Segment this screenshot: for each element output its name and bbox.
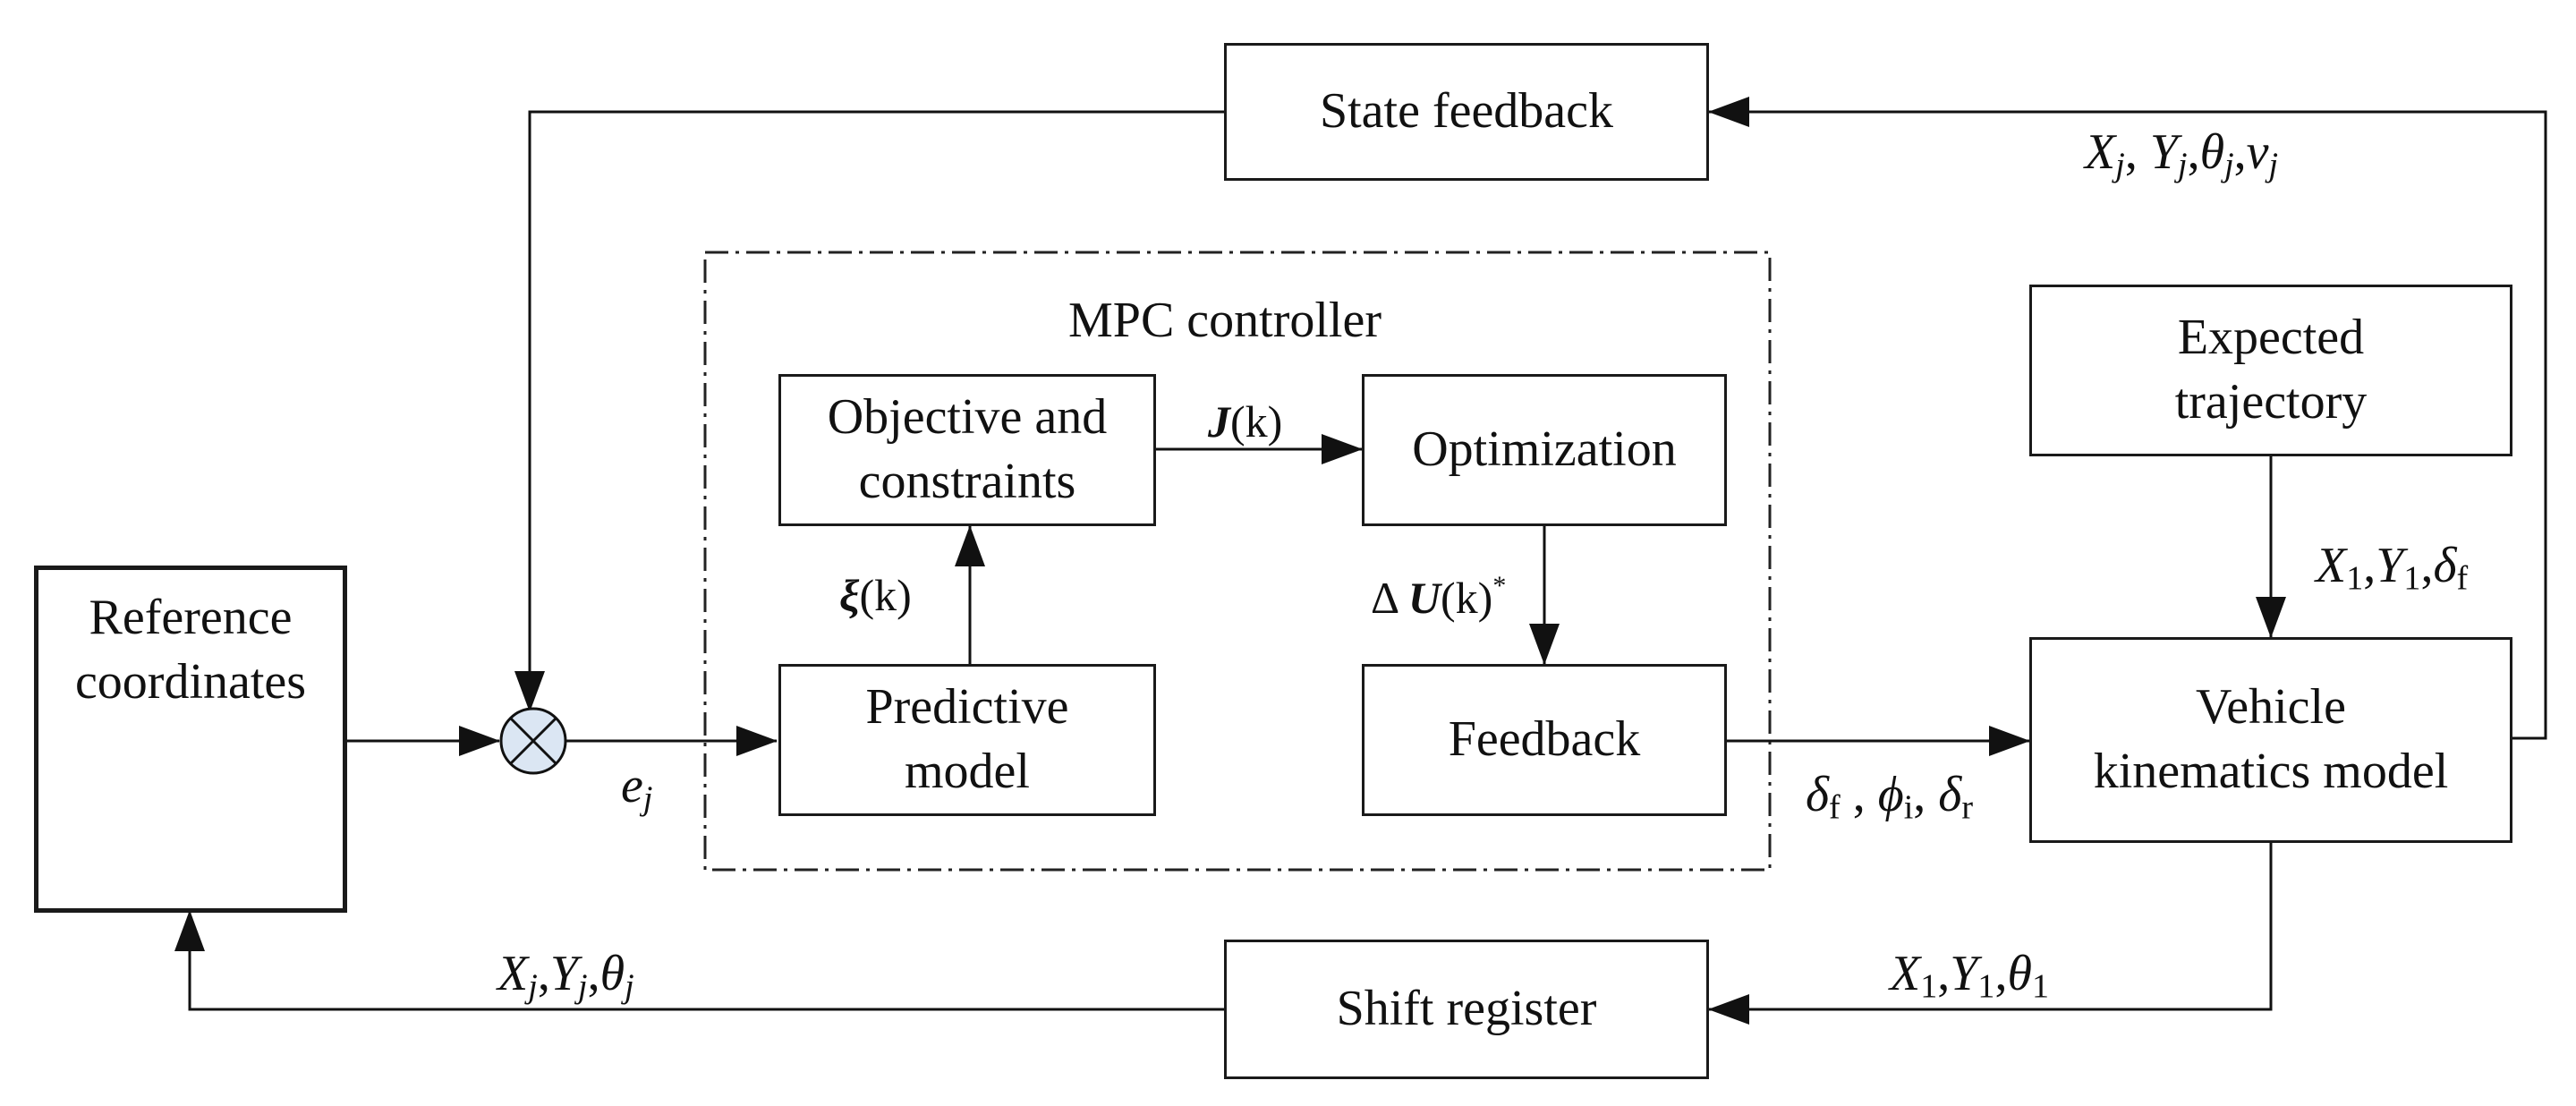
signal-error: ej (621, 758, 653, 818)
vehicle-kinematics-block: Vehicle kinematics model (2029, 637, 2512, 843)
summing-junction-icon (499, 707, 567, 775)
state-feedback-label: State feedback (1319, 83, 1614, 140)
state-feedback-block: State feedback (1224, 43, 1709, 181)
wire-state-feedback-to-sum (514, 110, 1224, 712)
wire-vehicle-to-state-feedback (1708, 97, 2547, 740)
mpc-controller-frame (703, 251, 1772, 872)
objective-constraints-label: Objective and constraints (827, 389, 1108, 509)
signal-shift-out: Xj,Yj,θj (497, 946, 634, 1006)
optimization-block: Optimization (1362, 374, 1727, 526)
expected-trajectory-block: Expected trajectory (2029, 285, 2512, 456)
feedback-label: Feedback (1448, 711, 1641, 768)
feedback-block: Feedback (1362, 664, 1727, 816)
reference-coordinates-label: Reference coordinates (74, 590, 307, 710)
signal-control-outputs: δf , ϕi, δr (1806, 767, 1974, 827)
expected-trajectory-label: Expected trajectory (2174, 310, 2368, 430)
predictive-model-block: Predictive model (778, 664, 1156, 816)
wire-vehicle-to-shift (1708, 843, 2273, 1025)
predictive-model-label: Predictive model (865, 679, 1069, 799)
wire-shift-to-reference (174, 910, 1224, 1011)
signal-cost: J(k) (1208, 396, 1283, 447)
reference-coordinates-block: Reference coordinates (34, 566, 347, 913)
shift-register-label: Shift register (1336, 981, 1597, 1037)
shift-register-block: Shift register (1224, 940, 1709, 1079)
signal-trajectory-in: X1,Y1,δf (2316, 538, 2469, 598)
signal-state-vector: ξ(k) (839, 570, 912, 620)
vehicle-kinematics-label: Vehicle kinematics model (2093, 679, 2449, 799)
objective-constraints-block: Objective and constraints (778, 374, 1156, 526)
optimization-label: Optimization (1412, 421, 1677, 478)
mpc-controller-title: MPC controller (1068, 293, 1382, 348)
signal-control-increment: Δ U(k)* (1371, 571, 1507, 623)
signal-vehicle-out: X1,Y1,θ1 (1890, 946, 2050, 1006)
signal-feedback-state: Xj, Yj,θj,vj (2085, 124, 2279, 184)
